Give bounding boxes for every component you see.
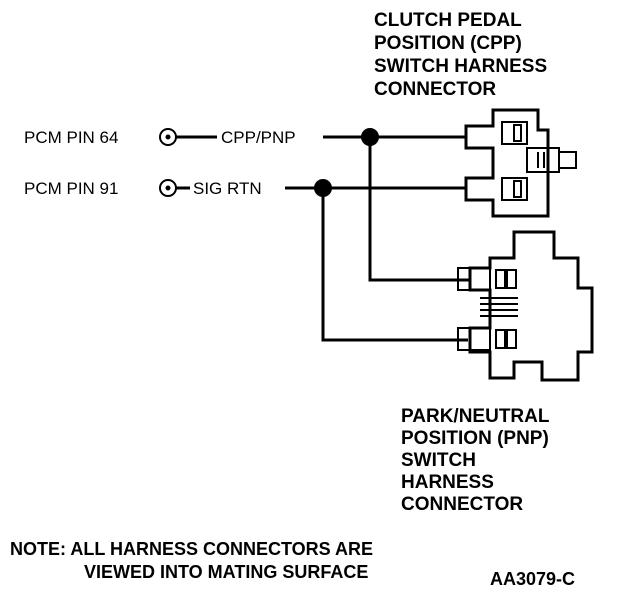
pnp-title-line4: HARNESS <box>401 472 494 493</box>
pnp-title-line1: PARK/NEUTRAL <box>401 406 550 427</box>
pnp-connector-icon <box>457 230 594 382</box>
note-line2: VIEWED INTO MATING SURFACE <box>84 562 368 582</box>
pnp-title-line3: SWITCH <box>401 450 476 471</box>
wire-sig-rtn <box>176 186 513 342</box>
wire-cpp-pnp <box>176 135 470 282</box>
cpp-title-line2: POSITION (CPP) <box>374 33 522 54</box>
splice-dot-cpp-pnp <box>361 128 379 146</box>
figure-id: AA3079-C <box>490 569 575 589</box>
splice-dot-sig-rtn <box>314 179 332 197</box>
pcm-pin-64-label: PCM PIN 64 <box>24 128 118 147</box>
cpp-connector-icon <box>464 108 577 218</box>
pnp-title-line5: CONNECTOR <box>401 494 523 515</box>
pnp-connector-title: PARK/NEUTRAL POSITION (PNP) SWITCH HARNE… <box>401 406 550 515</box>
circuit-cpp-pnp-label: CPP/PNP <box>221 128 296 147</box>
circuit-sig-rtn-label: SIG RTN <box>193 179 262 198</box>
pin-91-terminal-icon <box>159 179 177 197</box>
pin-64-terminal-icon <box>159 128 177 146</box>
pnp-title-line2: POSITION (PNP) <box>401 428 549 449</box>
pcm-pin-91-label: PCM PIN 91 <box>24 179 118 198</box>
cpp-title-line1: CLUTCH PEDAL <box>374 10 522 31</box>
cpp-title-line3: SWITCH HARNESS <box>374 56 547 77</box>
cpp-title-line4: CONNECTOR <box>374 79 496 100</box>
cpp-connector-title: CLUTCH PEDAL POSITION (CPP) SWITCH HARNE… <box>374 10 547 100</box>
note-line1: NOTE: ALL HARNESS CONNECTORS ARE <box>10 539 373 559</box>
